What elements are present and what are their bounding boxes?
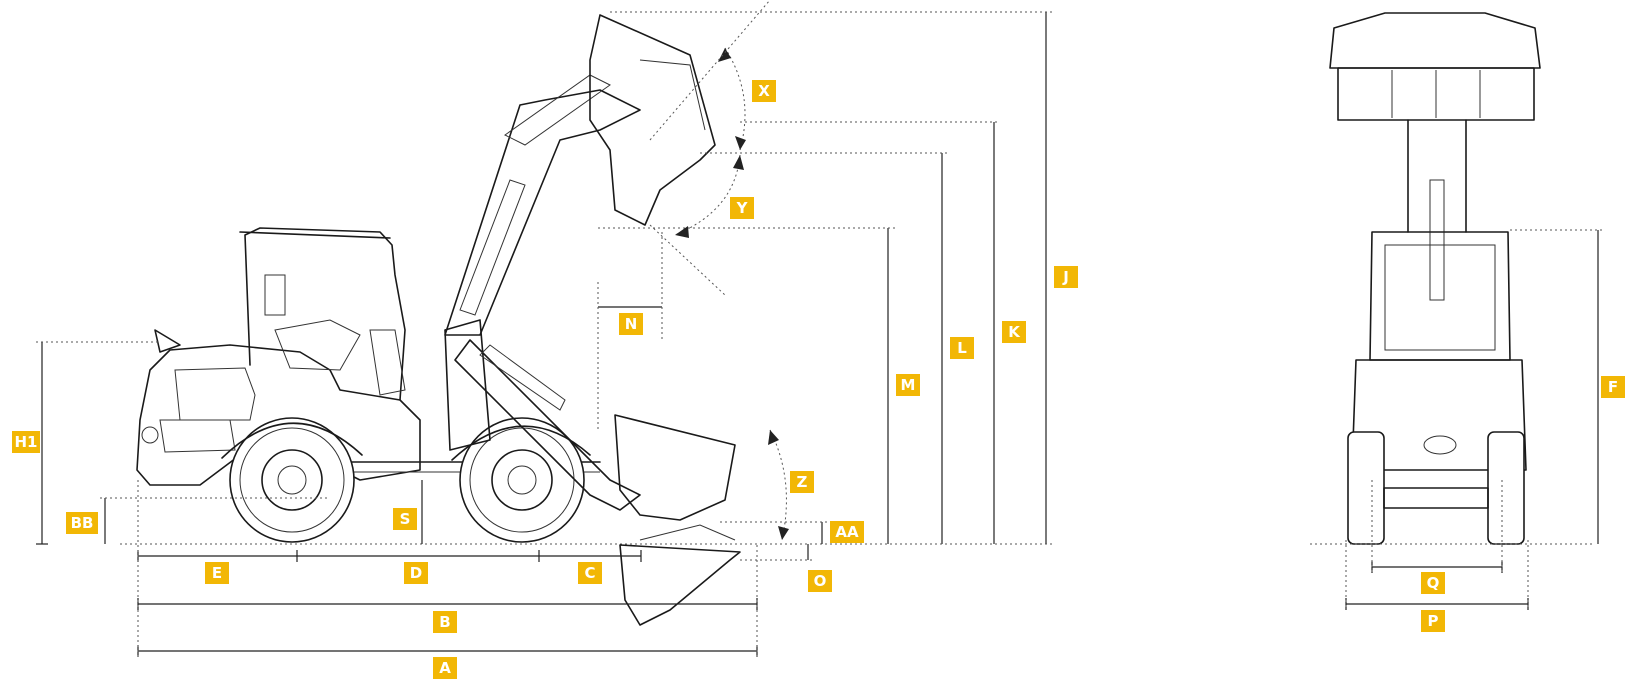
front-view-dimensions [1310,229,1605,610]
control-console [369,329,406,396]
tag-J: J [1054,266,1078,288]
tag-L: L [950,337,974,359]
rear-light [141,426,159,444]
tag-M: M [896,374,920,396]
rear-panel [159,419,236,453]
svg-text:H1: H1 [15,433,38,451]
svg-text:A: A [439,659,451,677]
svg-text:E: E [212,564,222,582]
svg-text:P: P [1428,612,1439,630]
front-axle [1383,487,1489,509]
cab-roof [239,231,391,239]
svg-text:F: F [1608,378,1618,396]
dumped-bucket [619,544,741,626]
exhaust-stack [154,329,181,353]
tag-P: P [1421,610,1445,632]
lowered-boom [454,339,641,511]
svg-text:B: B [439,613,450,631]
svg-text:M: M [901,376,916,394]
tag-H1: H1 [12,431,40,453]
lift-cylinder [459,179,526,316]
svg-text:D: D [410,564,422,582]
bucket-link-low [639,524,736,541]
tag-D: D [404,562,428,584]
tag-F: F [1601,376,1625,398]
raised-boom [444,89,641,336]
svg-text:S: S [400,510,411,528]
front-bucket-back [1337,67,1535,121]
svg-text:C: C [584,564,595,582]
lowered-bucket [614,414,736,521]
rear-body [136,344,421,486]
svg-text:L: L [957,339,967,357]
tag-K: K [1002,321,1026,343]
side-view-dimensions [36,0,1052,660]
front-cab [1369,231,1511,361]
tag-S: S [393,508,417,530]
svg-text:AA: AA [835,523,859,541]
tag-N: N [619,313,643,335]
front-bucket [1329,12,1541,69]
svg-text:O: O [814,572,827,590]
raised-bucket-rib [639,59,706,131]
front-left-wheel [1347,431,1385,545]
cab-frame [244,227,406,401]
tag-E: E [205,562,229,584]
svg-text:Y: Y [736,199,749,217]
tag-Q: Q [1421,572,1445,594]
lowered-cylinder [479,344,566,411]
svg-text:J: J [1062,268,1069,286]
front-right-wheel [1487,431,1525,545]
tilt-link [504,74,611,146]
loader-tower [444,319,491,451]
tag-B: B [433,611,457,633]
operator-seat [274,319,361,371]
svg-text:N: N [625,315,638,333]
front-cylinder [1429,179,1445,301]
tag-AA: AA [830,521,864,543]
rear-wheel [229,417,355,543]
svg-text:BB: BB [71,514,94,532]
tag-A: A [433,657,457,679]
engine-hood-panel [174,367,256,421]
front-view-wheel-loader [1329,12,1541,545]
tag-O: O [808,570,832,592]
svg-text:X: X [758,82,770,100]
front-mast [1407,119,1467,233]
front-logo-oval [1423,435,1457,455]
rear-fender [221,422,363,459]
raised-bucket [589,14,716,226]
svg-text:Z: Z [797,473,808,491]
tag-Y: Y [730,197,754,219]
tag-BB: BB [66,512,98,534]
tag-C: C [578,562,602,584]
tag-X: X [752,80,776,102]
tag-Z: Z [790,471,814,493]
side-view-wheel-loader [136,14,741,626]
cab-mirror [264,274,286,316]
svg-text:K: K [1008,323,1021,341]
svg-text:Q: Q [1427,574,1440,592]
